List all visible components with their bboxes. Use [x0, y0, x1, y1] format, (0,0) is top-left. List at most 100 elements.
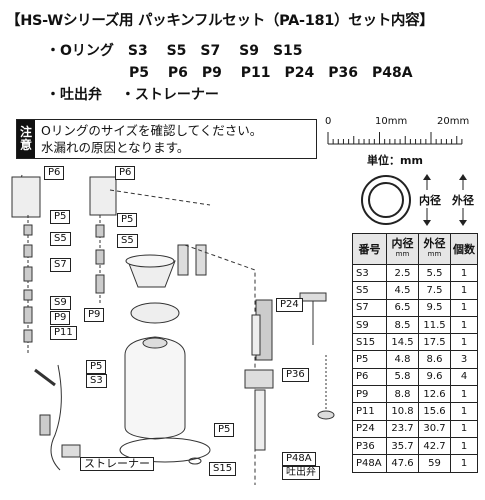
label-s3: S3	[86, 374, 107, 388]
label-s7: S7	[50, 258, 71, 272]
cell-outer: 59	[418, 454, 451, 473]
label-p9-left: P9	[50, 311, 71, 325]
cell-count: 1	[450, 298, 478, 317]
cell-number: P6	[352, 367, 387, 387]
cell-outer: 30.7	[418, 419, 451, 438]
cell-count: 1	[450, 281, 478, 300]
ruler-label-10: 10mm	[375, 116, 408, 127]
cell-number: P36	[352, 436, 387, 456]
label-p48a: P48A	[282, 452, 316, 466]
notice-line-2: 水漏れの原因となります。	[41, 140, 190, 155]
cell-number: S7	[352, 298, 387, 317]
cell-count: 1	[450, 402, 478, 421]
header-count: 個数	[450, 233, 478, 265]
cell-outer: 9.6	[418, 367, 451, 387]
cell-count: 3	[450, 350, 478, 369]
cell-inner: 8.5	[386, 315, 419, 335]
cell-number: S3	[352, 263, 387, 283]
label-p6-left: P6	[44, 166, 65, 180]
cell-count: 1	[450, 436, 478, 456]
cell-count: 1	[450, 315, 478, 335]
label-s15: S15	[209, 462, 237, 476]
cell-count: 4	[450, 367, 478, 387]
cell-inner: 23.7	[386, 419, 419, 438]
notice-line-1: Oリングのサイズを確認してください。	[41, 123, 263, 138]
cell-number: S9	[352, 315, 387, 335]
cell-inner: 35.7	[386, 436, 419, 456]
cell-outer: 7.5	[418, 281, 451, 300]
label-discharge-valve: 吐出弁	[282, 466, 320, 480]
parts-list: ・吐出弁 ・ストレーナー	[46, 87, 219, 103]
cell-number: P5	[352, 350, 387, 369]
notice-box: 注 意 Oリングのサイズを確認してください。 水漏れの原因となります。	[16, 119, 317, 159]
outer-diameter-label: 外径	[452, 194, 474, 207]
label-p5-lower: P5	[86, 360, 107, 374]
cell-count: 1	[450, 454, 478, 473]
label-s9: S9	[50, 296, 71, 310]
oring-list: ・Oリング S3 S5 S7 S9 S15	[46, 43, 303, 59]
header-inner-text: 内径	[391, 237, 414, 250]
header-inner-unit: mm	[395, 250, 410, 258]
cell-inner: 47.6	[386, 454, 419, 473]
cell-outer: 12.6	[418, 385, 451, 404]
page-title: 【HS-Wシリーズ用 パッキンフルセット（PA-181）セット内容】	[6, 13, 434, 29]
oring-diagram	[361, 174, 467, 226]
ruler	[327, 132, 463, 145]
cell-inner: 2.5	[386, 263, 419, 283]
cell-count: 1	[450, 263, 478, 283]
label-s5-mid: S5	[117, 234, 138, 248]
cell-number: P48A	[352, 454, 387, 473]
notice-tag-2: 意	[19, 138, 32, 152]
header-number: 番号	[352, 233, 387, 265]
label-p36: P36	[282, 368, 309, 382]
label-p5-right: P5	[214, 423, 235, 437]
cell-count: 1	[450, 419, 478, 438]
cell-inner: 5.8	[386, 367, 419, 387]
unit-label: 単位：mm	[367, 154, 423, 167]
label-p5-mid: P5	[117, 213, 138, 227]
cell-outer: 5.5	[418, 263, 451, 283]
label-p9-mid: P9	[84, 308, 105, 322]
exploded-parts-diagram	[11, 174, 335, 485]
cell-outer: 15.6	[418, 402, 451, 421]
header-outer-unit: mm	[427, 250, 442, 258]
cell-number: S15	[352, 333, 387, 352]
label-strainer: ストレーナー	[80, 457, 154, 471]
cell-number: P11	[352, 402, 387, 421]
cell-outer: 11.5	[418, 315, 451, 335]
label-p5-left: P5	[50, 210, 71, 224]
cell-inner: 4.8	[386, 350, 419, 369]
cell-outer: 8.6	[418, 350, 451, 369]
label-s5-left: S5	[50, 232, 71, 246]
cell-outer: 17.5	[418, 333, 451, 352]
notice-text: Oリングのサイズを確認してください。 水漏れの原因となります。	[41, 122, 262, 156]
ruler-label-0: 0	[325, 116, 332, 127]
cell-number: P24	[352, 419, 387, 438]
header-outer-text: 外径	[423, 237, 446, 250]
notice-tag: 注 意	[17, 120, 35, 158]
cell-inner: 4.5	[386, 281, 419, 300]
cell-outer: 42.7	[418, 436, 451, 456]
cell-inner: 8.8	[386, 385, 419, 404]
cell-count: 1	[450, 333, 478, 352]
inner-diameter-label: 内径	[419, 194, 441, 207]
cell-inner: 14.5	[386, 333, 419, 352]
notice-tag-1: 注	[19, 125, 32, 139]
cell-outer: 9.5	[418, 298, 451, 317]
label-p11: P11	[50, 326, 77, 340]
cell-inner: 10.8	[386, 402, 419, 421]
